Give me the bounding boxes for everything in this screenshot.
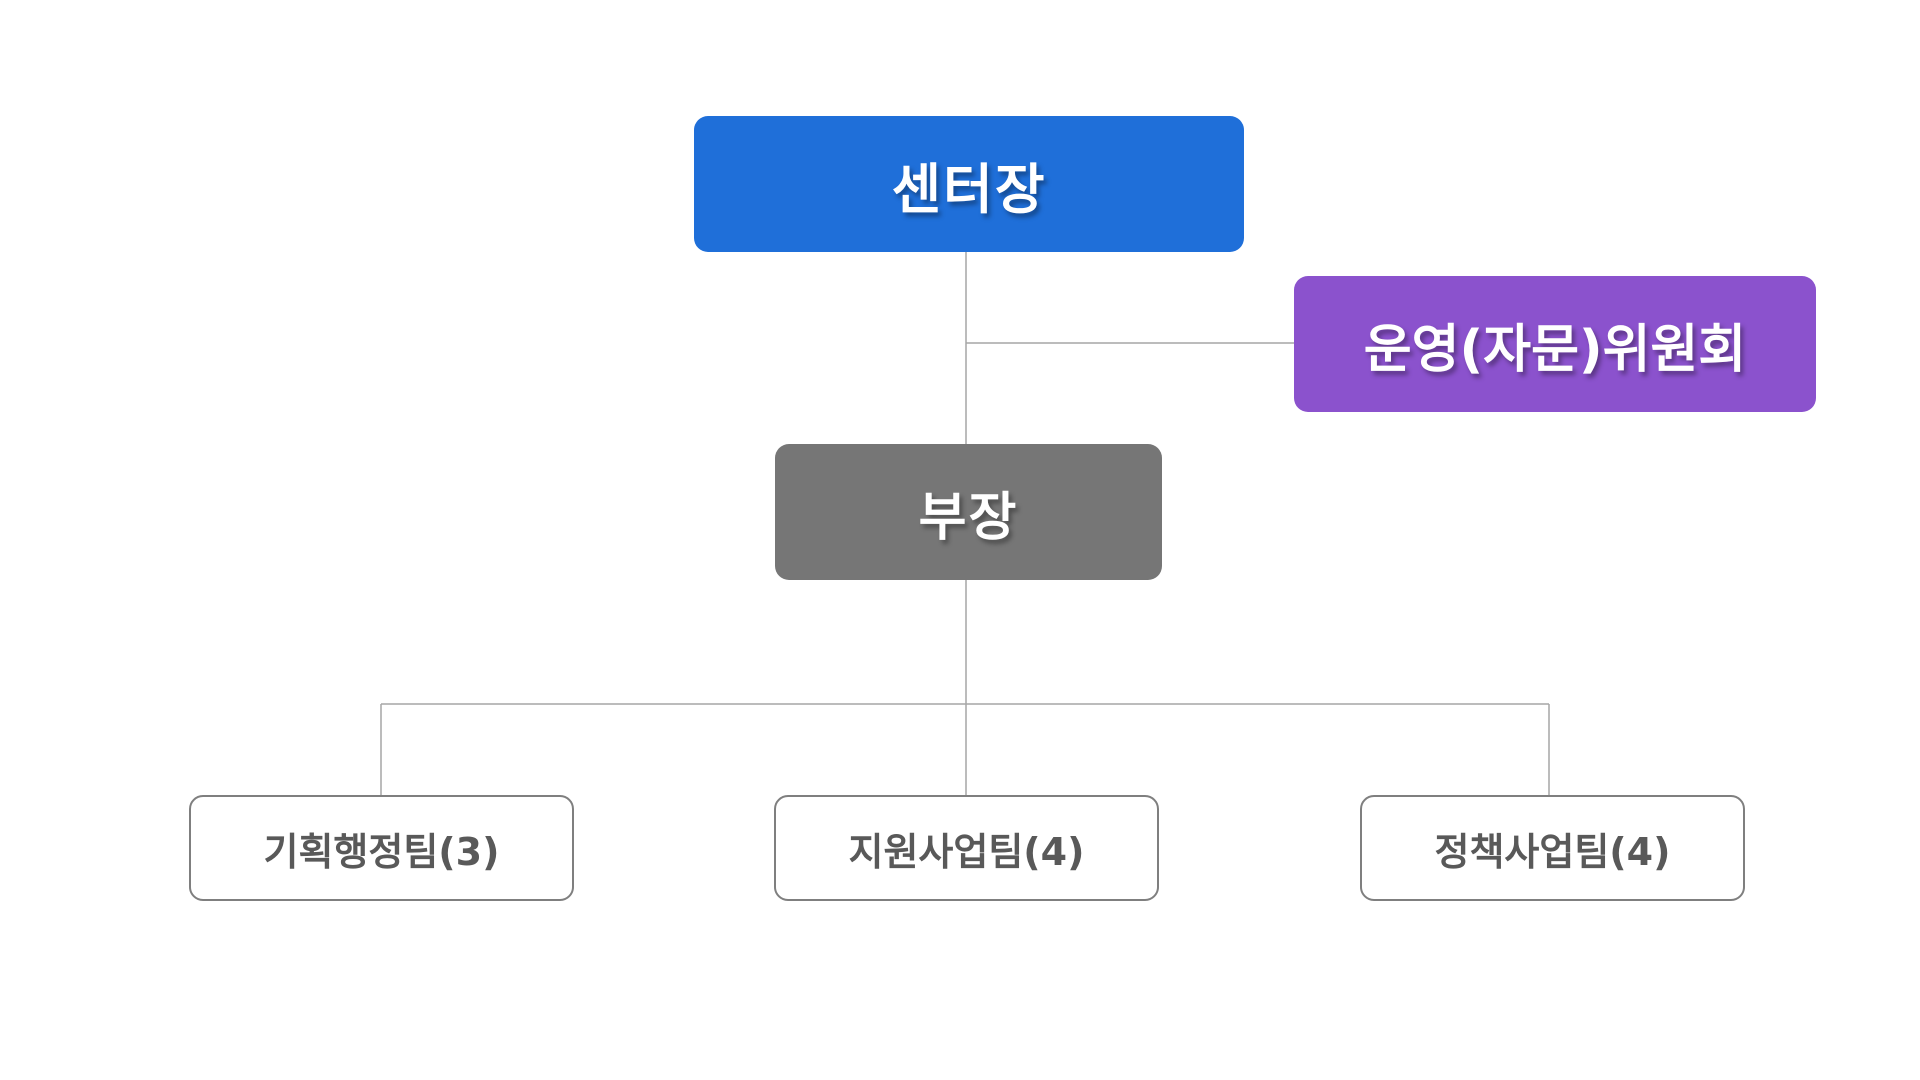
manager-label: 부장 — [918, 487, 1019, 548]
team-node-planning: 기획행정팀(3) — [189, 795, 574, 901]
team-node-policy: 정책사업팀(4) — [1360, 795, 1745, 901]
manager-node: 부장 — [775, 444, 1162, 580]
team-label-support: 지원사업팀(4) — [848, 829, 1085, 874]
committee-label: 운영(자문)위원회 — [1363, 319, 1747, 380]
committee-node: 운영(자문)위원회 — [1294, 276, 1816, 412]
director-node: 센터장 — [694, 116, 1244, 252]
director-label: 센터장 — [891, 157, 1047, 221]
team-label-planning: 기획행정팀(3) — [263, 829, 500, 874]
team-node-support: 지원사업팀(4) — [774, 795, 1159, 901]
team-label-policy: 정책사업팀(4) — [1434, 829, 1671, 874]
